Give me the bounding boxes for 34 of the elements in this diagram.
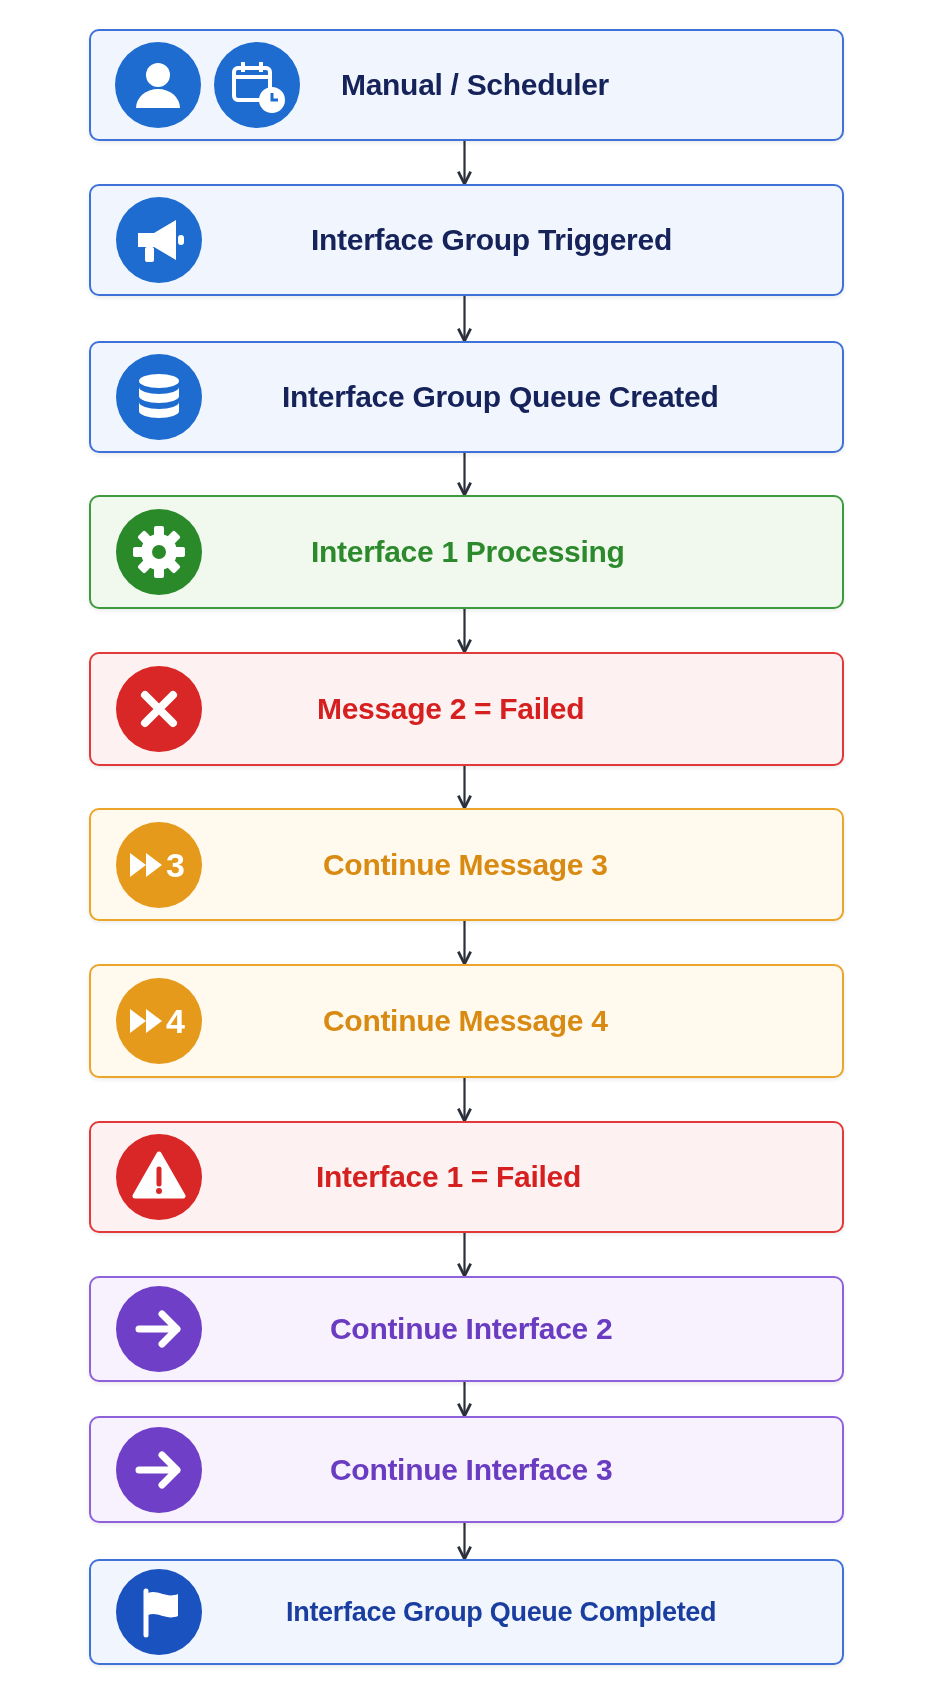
step-label: Message 2 = Failed	[317, 692, 585, 726]
step-label: Continue Interface 2	[330, 1312, 613, 1346]
step-label: Continue Interface 3	[330, 1452, 613, 1487]
arrow	[456, 1233, 473, 1278]
arrow	[456, 609, 473, 654]
arrow	[456, 921, 473, 966]
process-box	[89, 1276, 844, 1382]
process-box	[89, 341, 844, 453]
process-box	[89, 1121, 844, 1233]
arrow	[456, 1382, 473, 1418]
step-label: Manual / Scheduler	[341, 68, 609, 102]
step-number: 4	[166, 1001, 185, 1041]
arrow	[456, 296, 473, 343]
arrow	[456, 1523, 473, 1561]
step-label: Interface 1 = Failed	[316, 1160, 581, 1194]
arrow	[456, 1078, 473, 1123]
process-box	[89, 652, 844, 766]
step-label: Interface Group Queue Created	[282, 380, 719, 414]
process-box	[89, 1416, 844, 1523]
step-number: 3	[166, 845, 185, 884]
process-box	[89, 964, 844, 1078]
step-label: Continue Message 3	[323, 847, 608, 882]
process-box	[89, 184, 844, 296]
process-box	[89, 808, 844, 921]
process-box	[89, 495, 844, 609]
arrow	[456, 141, 473, 186]
process-box	[89, 29, 844, 141]
process-box	[89, 1559, 844, 1665]
step-label: Continue Message 4	[323, 1004, 608, 1038]
step-label: Interface Group Queue Completed	[286, 1596, 717, 1628]
arrow	[456, 766, 473, 810]
step-label: Interface 1 Processing	[311, 535, 625, 569]
step-label: Interface Group Triggered	[311, 223, 672, 257]
arrow	[456, 453, 473, 497]
